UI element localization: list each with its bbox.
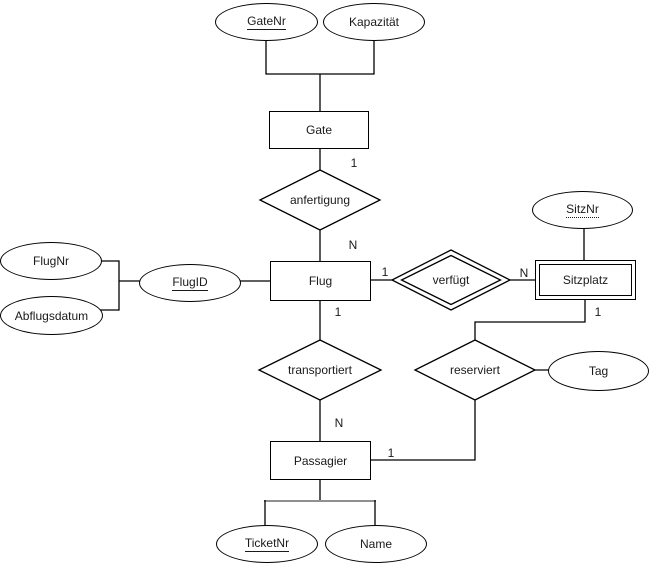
attribute-abflugsdatum-label: Abflugsdatum — [14, 308, 89, 323]
entity-gate: Gate — [269, 111, 369, 149]
relationship-verfuegt-inner-shape — [400, 254, 502, 306]
attribute-gatenr-label: GateNr — [247, 14, 286, 30]
relationship-verfuegt-label: verfügt — [432, 273, 470, 287]
attribute-kapazitaet: Kapazität — [323, 3, 425, 41]
attribute-abflugsdatum: Abflugsdatum — [0, 296, 103, 335]
attribute-flugnr: FlugNr — [0, 242, 102, 280]
attribute-tag: Tag — [548, 351, 649, 391]
cardinality-verfuegt-sitzplatz: N — [519, 266, 529, 280]
attribute-flugid: FlugID — [139, 264, 241, 302]
attribute-gatenr: GateNr — [215, 3, 318, 41]
cardinality-gate-anfertigung: 1 — [350, 156, 358, 170]
attribute-name-label: Name — [359, 537, 392, 551]
cardinality-reserviert-passagier: 1 — [387, 446, 395, 460]
attribute-sitznr: SitzNr — [532, 191, 633, 229]
entity-sitzplatz-inner-border: Sitzplatz — [539, 264, 632, 296]
cardinality-flug-transportiert: 1 — [334, 305, 342, 319]
attribute-sitznr-label: SitzNr — [566, 202, 599, 218]
cardinality-sitzplatz-reserviert: 1 — [594, 305, 602, 319]
attribute-flugnr-label: FlugNr — [32, 254, 69, 268]
entity-passagier: Passagier — [270, 441, 371, 480]
cardinality-transportiert-passagier: N — [334, 416, 344, 430]
cardinality-flug-verfuegt: 1 — [381, 265, 389, 279]
cardinality-anfertigung-flug: N — [348, 238, 358, 252]
relationship-anfertigung-label: anfertigung — [289, 193, 351, 207]
entity-sitzplatz: Sitzplatz — [535, 260, 636, 300]
relationship-reserviert-label: reserviert — [449, 363, 500, 377]
attribute-ticketnr-label: TicketNr — [244, 536, 290, 552]
relationship-diamonds — [257, 169, 537, 401]
entity-flug-label: Flug — [308, 274, 333, 288]
connector-lines — [99, 38, 586, 527]
entity-passagier-label: Passagier — [293, 453, 348, 468]
edge-sitzplatz-reserviert — [474, 299, 586, 342]
entity-flug: Flug — [270, 261, 371, 301]
edge-reserviert-passagier — [370, 398, 476, 461]
attribute-tag-label: Tag — [588, 364, 609, 378]
relationship-reserviert-shape — [413, 339, 537, 401]
entity-sitzplatz-label: Sitzplatz — [562, 273, 609, 287]
attribute-flugid-label: FlugID — [172, 275, 208, 291]
relationship-verfuegt-outer-shape — [390, 249, 512, 311]
attribute-kapazitaet-label: Kapazität — [348, 15, 400, 29]
relationship-anfertigung-shape — [258, 169, 382, 231]
entity-gate-label: Gate — [305, 123, 332, 137]
attribute-ticketnr: TicketNr — [216, 525, 318, 563]
relationship-transportiert-shape — [257, 339, 383, 401]
attribute-name: Name — [325, 525, 427, 563]
relationship-transportiert-label: transportiert — [287, 363, 353, 377]
